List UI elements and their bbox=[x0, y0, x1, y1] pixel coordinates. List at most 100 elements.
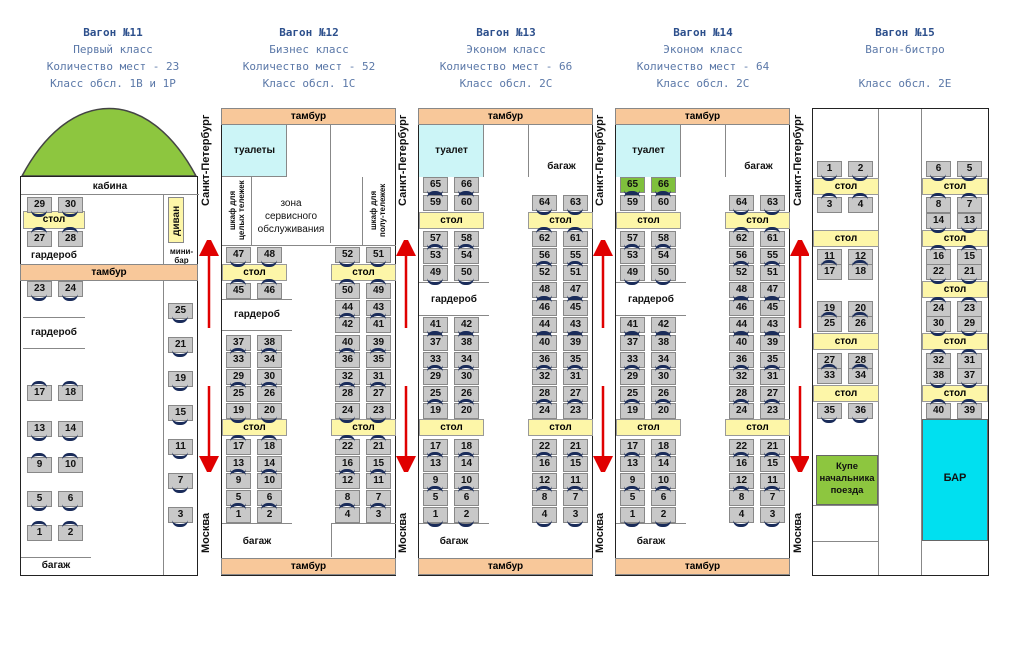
car-14-layout: тамбур туалет багаж стол стол гардероб с… bbox=[615, 108, 790, 576]
seat[interactable]: 14 bbox=[454, 456, 479, 472]
seat-back-icon bbox=[230, 382, 246, 389]
table-label: стол bbox=[813, 385, 879, 402]
wardrobe-box: гардероб bbox=[419, 282, 489, 316]
table-label: стол bbox=[922, 178, 988, 195]
seat[interactable]: 9 bbox=[226, 473, 251, 489]
seat[interactable]: 28 bbox=[58, 231, 83, 247]
seat[interactable]: 39 bbox=[760, 335, 785, 351]
seat[interactable]: 29 bbox=[226, 369, 251, 385]
seat[interactable]: 63 bbox=[563, 195, 588, 211]
seat[interactable]: 2 bbox=[848, 161, 873, 177]
seat-back-icon bbox=[230, 348, 246, 355]
seat-back-icon bbox=[655, 452, 671, 459]
seat-back-icon bbox=[567, 227, 583, 234]
seat[interactable]: 41 bbox=[423, 317, 448, 333]
seat[interactable]: 32 bbox=[335, 369, 360, 385]
seat-back-icon bbox=[172, 418, 188, 425]
baggage-box: багаж bbox=[222, 523, 292, 557]
seat-back-icon bbox=[567, 520, 583, 527]
seat[interactable]: 13 bbox=[226, 456, 251, 472]
seat-back-icon bbox=[536, 399, 552, 406]
seat[interactable]: 25 bbox=[817, 316, 842, 332]
seat[interactable]: 1 bbox=[226, 507, 251, 523]
seat-back-icon bbox=[821, 260, 837, 267]
seat[interactable]: 4 bbox=[335, 507, 360, 523]
seat-back-icon bbox=[536, 208, 552, 215]
seat-back-icon bbox=[764, 486, 780, 493]
seat-back-icon bbox=[961, 381, 977, 388]
car-12-header: Вагон №12 Бизнес класс Количество мест -… bbox=[214, 24, 404, 92]
seat[interactable]: 37 bbox=[620, 335, 645, 351]
seat[interactable]: 14 bbox=[257, 456, 282, 472]
seat-back-icon bbox=[624, 365, 640, 372]
seat-back-icon bbox=[427, 399, 443, 406]
seat[interactable]: 17 bbox=[27, 385, 52, 401]
seat[interactable]: 36 bbox=[848, 403, 873, 419]
car-11-header: Вагон №11 Первый класс Количество мест -… bbox=[18, 24, 208, 92]
seat[interactable]: 27 bbox=[366, 386, 391, 402]
seat-back-icon bbox=[31, 453, 47, 460]
seat[interactable]: 16 bbox=[729, 456, 754, 472]
seat-back-icon bbox=[370, 382, 386, 389]
seat-back-icon bbox=[427, 244, 443, 251]
seat-back-icon bbox=[852, 260, 868, 267]
table-label: стол bbox=[419, 419, 484, 436]
seat[interactable]: 2 bbox=[58, 525, 83, 541]
table-label: стол bbox=[616, 419, 681, 436]
cabinet-full: шкаф для целых тележек bbox=[222, 177, 252, 245]
seat[interactable]: 12 bbox=[729, 473, 754, 489]
seat-back-icon bbox=[536, 452, 552, 459]
seat[interactable]: 26 bbox=[848, 316, 873, 332]
conductor-compartment-label: Купе начальника поезда bbox=[819, 461, 875, 496]
baggage-label: багаж bbox=[547, 161, 576, 172]
seat[interactable]: 24 bbox=[729, 403, 754, 419]
car-seat-count bbox=[810, 58, 1000, 75]
seat-back-icon bbox=[624, 191, 640, 198]
seat[interactable]: 14 bbox=[651, 456, 676, 472]
seat[interactable]: 54 bbox=[651, 248, 676, 264]
seat[interactable]: 33 bbox=[817, 368, 842, 384]
seat[interactable]: 10 bbox=[58, 457, 83, 473]
direction-spb: Санкт-Петербург bbox=[594, 114, 606, 206]
seat[interactable]: 10 bbox=[257, 473, 282, 489]
seat-back-icon bbox=[852, 364, 868, 371]
seat-back-icon bbox=[370, 503, 386, 510]
seat[interactable]: 54 bbox=[454, 248, 479, 264]
seat[interactable]: 25 bbox=[226, 386, 251, 402]
toilets: туалеты bbox=[222, 125, 287, 177]
seat-back-icon bbox=[961, 329, 977, 336]
table-label: стол bbox=[331, 264, 396, 281]
wardrobe-box: гардероб bbox=[222, 299, 292, 331]
seat[interactable]: 29 bbox=[27, 197, 52, 213]
seat-back-icon bbox=[624, 399, 640, 406]
cabin-label: кабина bbox=[21, 179, 199, 195]
seat[interactable]: 18 bbox=[454, 439, 479, 455]
toilet: туалет bbox=[419, 125, 484, 177]
seat-back-icon bbox=[930, 245, 946, 252]
seat[interactable]: 15 bbox=[366, 456, 391, 472]
compartment bbox=[331, 523, 396, 557]
seat[interactable]: 25 bbox=[423, 386, 448, 402]
sofa: диван bbox=[168, 197, 184, 243]
table-label: стол bbox=[922, 281, 988, 298]
seat-back-icon bbox=[427, 365, 443, 372]
seat[interactable]: 3 bbox=[760, 507, 785, 523]
seat[interactable]: 19 bbox=[620, 403, 645, 419]
seat[interactable]: 44 bbox=[729, 317, 754, 333]
seat[interactable]: 52 bbox=[532, 265, 557, 281]
seat[interactable]: 43 bbox=[563, 317, 588, 333]
seat-back-icon bbox=[261, 260, 277, 267]
car-class: Эконом класс bbox=[466, 43, 546, 56]
seat[interactable]: 49 bbox=[620, 265, 645, 281]
seat[interactable]: 31 bbox=[563, 369, 588, 385]
seat-back-icon bbox=[655, 365, 671, 372]
seat-back-icon bbox=[733, 331, 749, 338]
seat-back-icon bbox=[370, 279, 386, 286]
seat[interactable]: 42 bbox=[335, 317, 360, 333]
seat[interactable]: 30 bbox=[257, 369, 282, 385]
seat[interactable]: 49 bbox=[423, 265, 448, 281]
divider bbox=[222, 245, 396, 246]
seat-back-icon bbox=[733, 208, 749, 215]
seat-back-icon bbox=[172, 350, 188, 357]
cabinet-half: шкаф для полу-тележек bbox=[362, 177, 395, 245]
